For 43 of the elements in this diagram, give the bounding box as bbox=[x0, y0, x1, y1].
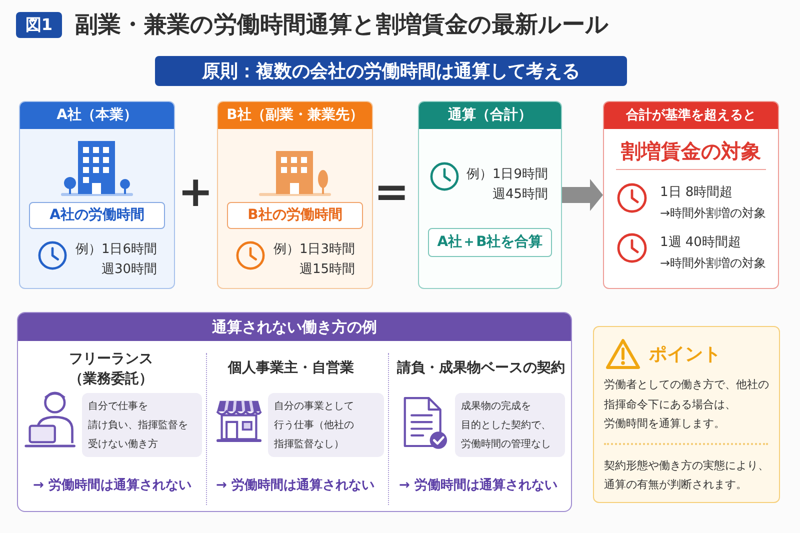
label-box: B社の労働時間 bbox=[227, 202, 363, 229]
example-hours: 週15時間 bbox=[299, 261, 355, 279]
result-note: →時間外割増の対象 bbox=[660, 255, 766, 272]
result-title: 割増賃金の対象 bbox=[620, 138, 762, 165]
description-box: 成果物の完成を目的とした契約で、労働時間の管理なし bbox=[455, 393, 565, 457]
description-box: 自分で仕事を請け負い、指揮監督を受けない働き方 bbox=[82, 393, 202, 457]
example-hours: 例）1日6時間 bbox=[75, 241, 157, 259]
label-box: A社の労働時間 bbox=[29, 202, 165, 229]
principle-banner: 原則：複数の会社の労働時間は通算して考える bbox=[155, 56, 627, 86]
result-card bbox=[603, 101, 779, 289]
column-heading: 個人事業主・自営業 bbox=[226, 358, 355, 378]
company-card bbox=[19, 101, 175, 289]
example-hours: 週30時間 bbox=[101, 261, 157, 279]
column-heading: フリーランス（業務委託） bbox=[68, 350, 154, 389]
point-text: 労働者としての働き方で、他社の指揮命令下にある場合は、労働時間を通算します。 bbox=[604, 377, 770, 432]
card-heading: 合計が基準を超えると bbox=[604, 102, 778, 129]
point-card bbox=[593, 326, 780, 503]
examples-panel bbox=[17, 312, 572, 512]
card-heading: B社（副業・兼業先） bbox=[218, 102, 372, 129]
result-note: →時間外割増の対象 bbox=[660, 205, 766, 222]
arrow bbox=[562, 179, 603, 211]
label-box: A社＋B社を合算 bbox=[428, 228, 552, 257]
column-heading: 請負・成果物ベースの契約 bbox=[396, 359, 566, 378]
threshold-text: 1日 8時間超 bbox=[660, 184, 734, 202]
card-heading: A社（本業） bbox=[20, 102, 174, 129]
conclusion-text: → 労働時間は通算されない bbox=[33, 477, 192, 495]
example-hours: 週45時間 bbox=[492, 186, 548, 204]
panel-heading: 通算されない働き方の例 bbox=[18, 313, 571, 341]
card-heading: 通算（合計） bbox=[419, 102, 561, 129]
company-card bbox=[217, 101, 373, 289]
description-box: 自分の事業として行う仕事（他社の指揮監督なし） bbox=[268, 393, 384, 457]
point-heading: ポイント bbox=[649, 343, 721, 367]
operator-sign: + bbox=[178, 170, 212, 214]
threshold-text: 1週 40時間超 bbox=[660, 234, 742, 252]
example-hours: 例）1日3時間 bbox=[273, 241, 355, 259]
conclusion-text: → 労働時間は通算されない bbox=[216, 477, 374, 495]
title: 副業・兼業の労働時間通算と割増賃金の最新ルール bbox=[75, 10, 609, 40]
conclusion-text: → 労働時間は通算されない bbox=[399, 477, 558, 495]
example-hours: 例）1日9時間 bbox=[466, 166, 548, 184]
point-text: 契約形態や働き方の実態により、通算の有無が判断されます。 bbox=[604, 458, 770, 493]
figure-badge: 図1 bbox=[16, 12, 62, 38]
operator-sign: = bbox=[374, 170, 408, 214]
total-card bbox=[418, 101, 562, 289]
